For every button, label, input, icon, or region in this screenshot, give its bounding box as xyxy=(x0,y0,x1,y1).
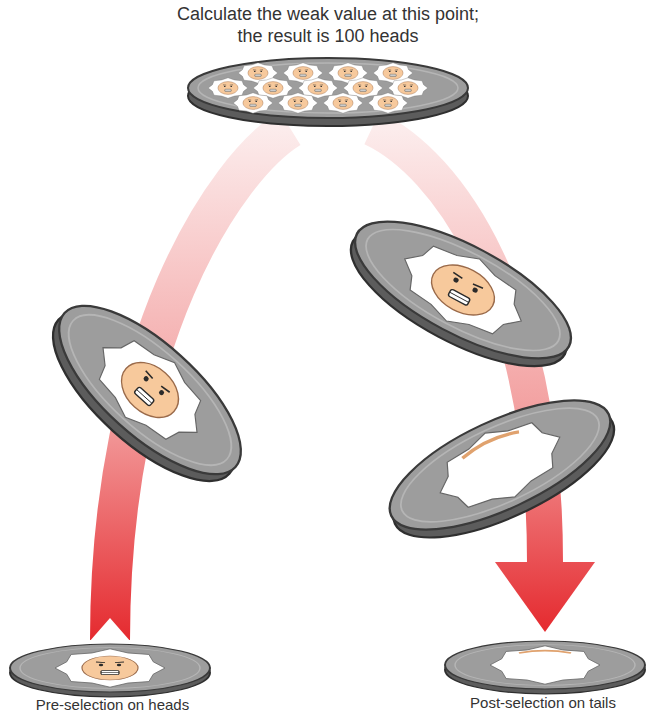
coin-heads xyxy=(10,644,210,697)
flow-arc xyxy=(89,128,290,642)
coin-label: Post-selection on tails xyxy=(438,694,648,712)
post-selection-coin: Post-selection on tails xyxy=(438,632,648,719)
coin-body xyxy=(445,641,645,694)
coin-face xyxy=(78,320,221,459)
flow-arc xyxy=(372,128,595,632)
coin-body xyxy=(332,195,589,393)
flipping-coin-tails xyxy=(373,374,631,563)
flow-band xyxy=(110,128,290,640)
text-group: Calculate the weak value at this point; … xyxy=(163,4,493,48)
pre-selection-coin: Pre-selection on heads xyxy=(5,640,220,719)
coin-back xyxy=(425,405,574,525)
coin-body xyxy=(28,279,267,508)
flipping-coin-heads xyxy=(28,279,267,508)
text-group: Pre-selection on heads xyxy=(5,696,220,714)
mini-coin-face xyxy=(278,93,318,113)
tail-notch xyxy=(89,618,131,642)
flipping-coin-heads xyxy=(332,195,589,393)
result-plate-node: Calculate the weak value at this point; … xyxy=(163,4,493,128)
coin-face xyxy=(55,649,165,687)
arrow-head xyxy=(495,562,595,632)
result-plate xyxy=(188,58,468,126)
flow-band xyxy=(372,128,545,562)
coin-back xyxy=(490,646,600,684)
coin-face xyxy=(388,228,538,352)
mini-coin-face xyxy=(208,78,248,98)
coin-tails xyxy=(445,641,645,694)
mini-coin-face xyxy=(368,93,408,113)
coin-body xyxy=(10,644,210,697)
text-group: Post-selection on tails xyxy=(438,694,648,712)
coin-shape xyxy=(163,44,493,128)
coin-shape xyxy=(438,632,648,694)
mini-coin-face xyxy=(233,93,273,113)
plate-rim xyxy=(198,63,458,113)
plate-top xyxy=(188,58,468,118)
plate-heading: Calculate the weak value at this point; … xyxy=(171,4,486,48)
coin-shape xyxy=(5,640,220,698)
mini-coin-face xyxy=(323,93,363,113)
coin-label: Pre-selection on heads xyxy=(5,696,220,714)
coin-body xyxy=(373,374,631,563)
